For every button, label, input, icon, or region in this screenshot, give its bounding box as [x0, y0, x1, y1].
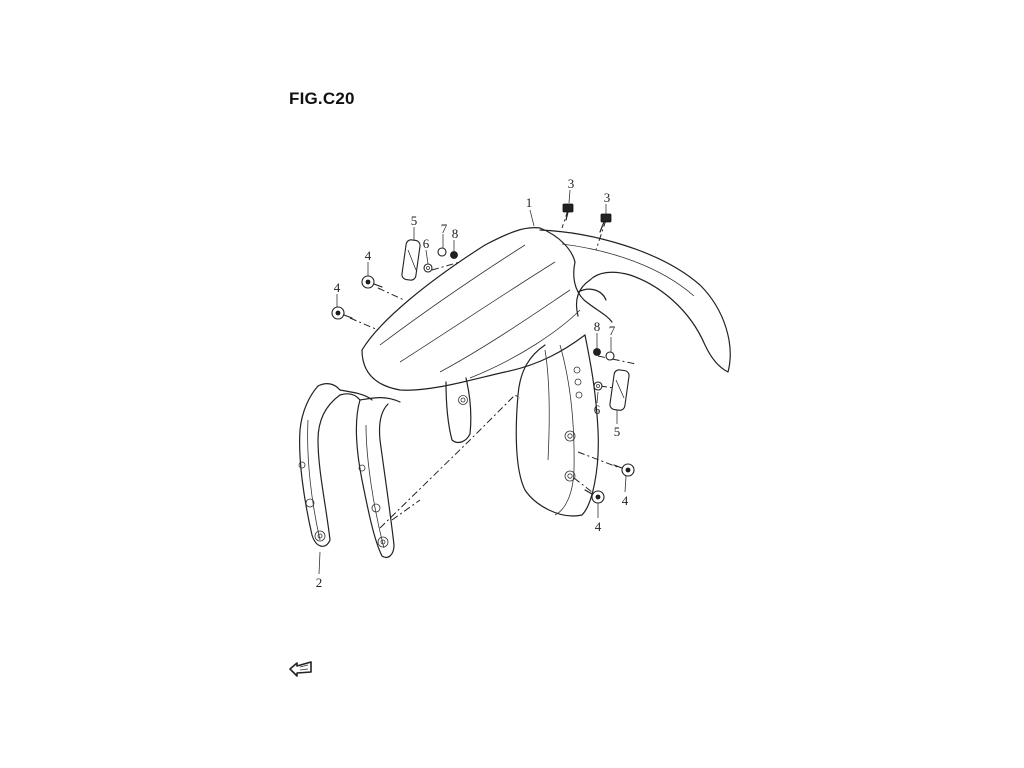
screw-4-upper-left	[361, 275, 383, 289]
nut-8-right	[593, 348, 601, 356]
fender-brace	[298, 383, 401, 558]
callout-3-left: 3	[568, 176, 575, 191]
callout-5-left: 5	[411, 213, 418, 228]
callout-7-left: 7	[441, 221, 448, 236]
reflector-5-right	[609, 369, 630, 411]
callout-5-right: 5	[614, 424, 621, 439]
arrow-left-icon	[289, 661, 312, 677]
callout-4-lower-left: 4	[334, 280, 341, 295]
callout-3-right: 3	[604, 190, 611, 205]
callout-4-upper-right: 4	[622, 493, 629, 508]
callout-8-left: 8	[452, 226, 459, 241]
callout-1: 1	[526, 195, 533, 210]
bolt-3-left	[562, 203, 574, 221]
clip-7-right	[605, 351, 615, 361]
callout-numbers: 1 2 3 3 4 4 4 4 5 5 6 6 7 7 8 8	[316, 176, 629, 590]
reflector-5-left	[401, 239, 421, 281]
front-fender	[361, 227, 731, 517]
figure-title: FIG.C20	[289, 89, 355, 108]
nut-8-left	[450, 251, 458, 259]
screw-4-upper-right	[613, 463, 635, 477]
assembly-guide-lines	[349, 209, 637, 529]
callout-8-right: 8	[594, 319, 601, 334]
washer-6-left	[423, 263, 433, 273]
callout-7-right: 7	[609, 323, 616, 338]
clip-7-left	[437, 247, 447, 257]
callout-6-right: 6	[594, 402, 601, 417]
screw-4-lower-left	[331, 306, 353, 320]
callout-4-upper-left: 4	[365, 248, 372, 263]
callout-leaders	[318, 189, 627, 575]
callout-4-lower-right: 4	[595, 519, 602, 534]
washer-6-right	[593, 381, 603, 391]
callout-2: 2	[316, 575, 323, 590]
callout-6-left: 6	[423, 236, 430, 251]
screw-4-lower-right	[584, 489, 605, 504]
